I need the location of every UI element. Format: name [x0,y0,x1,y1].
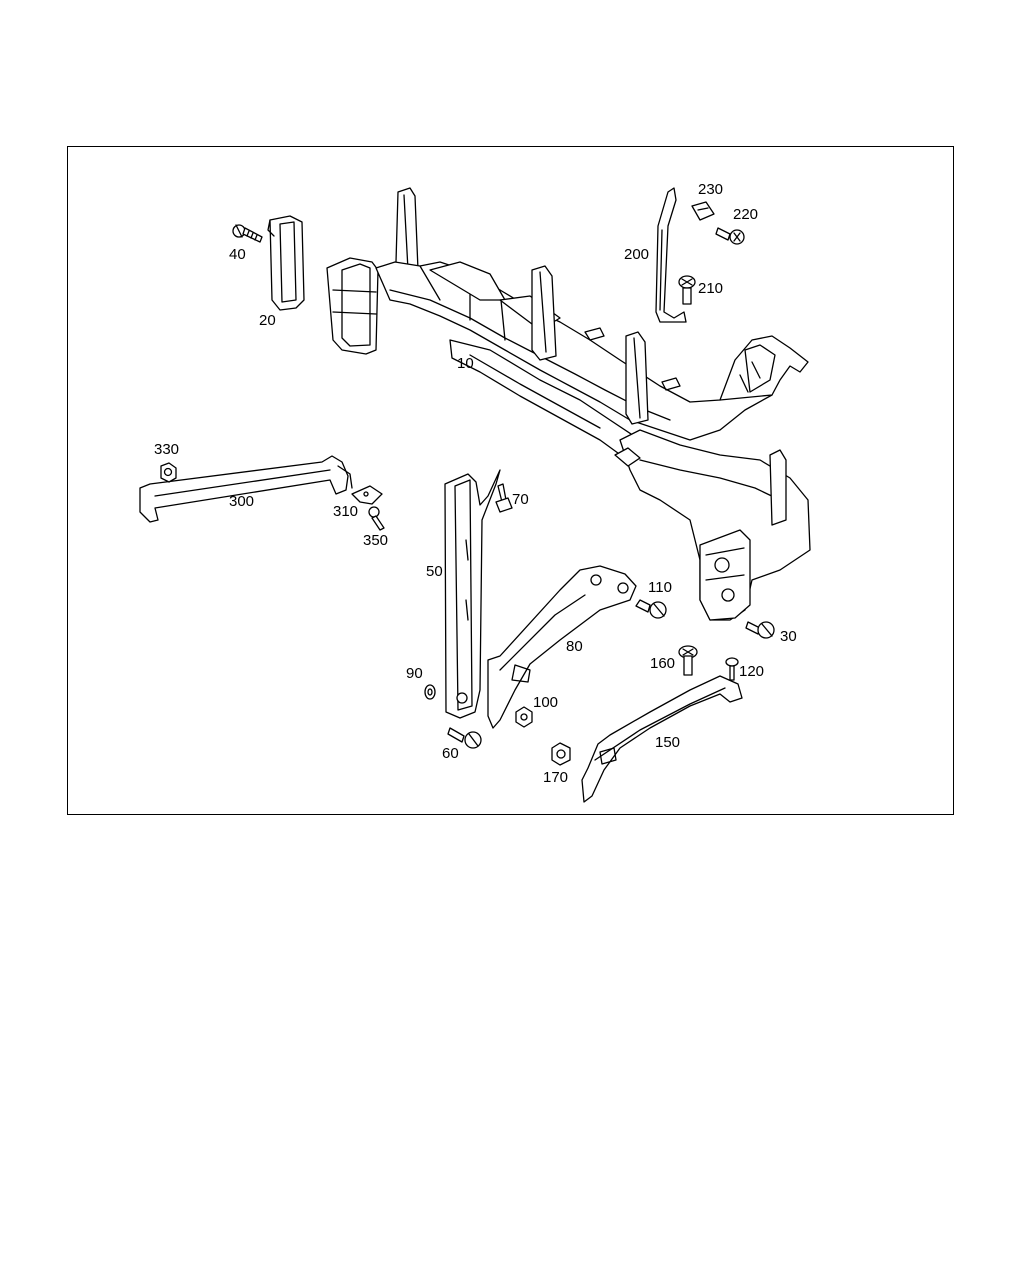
callout-80: 80 [566,638,583,655]
part-80-bracket [487,565,637,729]
callout-110: 110 [648,579,672,596]
part-100-nut [515,706,533,728]
callout-300: 300 [229,493,255,510]
callout-210: 210 [698,280,724,297]
callout-200: 200 [624,246,650,263]
part-40-bolt [232,224,263,243]
callout-60: 60 [442,745,459,762]
callout-230: 230 [698,181,724,198]
part-30-bolt [745,621,775,639]
part-200-bracket [655,187,687,323]
callout-10: 10 [457,355,474,372]
callout-20: 20 [259,312,276,329]
callout-170: 170 [543,769,569,786]
part-110-bolt [635,599,667,619]
part-230-clip [691,201,715,221]
part-350-screw [368,506,385,531]
part-10-front-carrier [326,187,811,621]
callout-220: 220 [733,206,759,223]
callout-310: 310 [333,503,359,520]
part-20-trim-cover [267,215,305,311]
part-330-nut [160,462,177,483]
callout-350: 350 [363,532,389,549]
callout-120: 120 [739,663,765,680]
callout-330: 330 [154,441,180,458]
part-160-screw [678,645,698,676]
callout-160: 160 [650,655,676,672]
callout-150: 150 [655,734,681,751]
callout-30: 30 [780,628,797,645]
part-150-lower-bracket [581,675,743,803]
part-90-washer [424,684,436,700]
part-60-bolt [447,727,482,749]
callout-50: 50 [426,563,443,580]
part-70-bolt [495,483,513,513]
part-50-vertical-post [444,469,501,719]
part-210-screw [678,275,696,305]
callout-70: 70 [512,491,529,508]
part-310-clip [351,485,383,505]
callout-100: 100 [533,694,559,711]
part-170-nut [551,742,571,766]
part-220-screw [715,227,745,245]
part-300-cross-bar [139,455,353,523]
callout-90: 90 [406,665,423,682]
part-120-rivet [725,657,739,681]
callout-40: 40 [229,246,246,263]
